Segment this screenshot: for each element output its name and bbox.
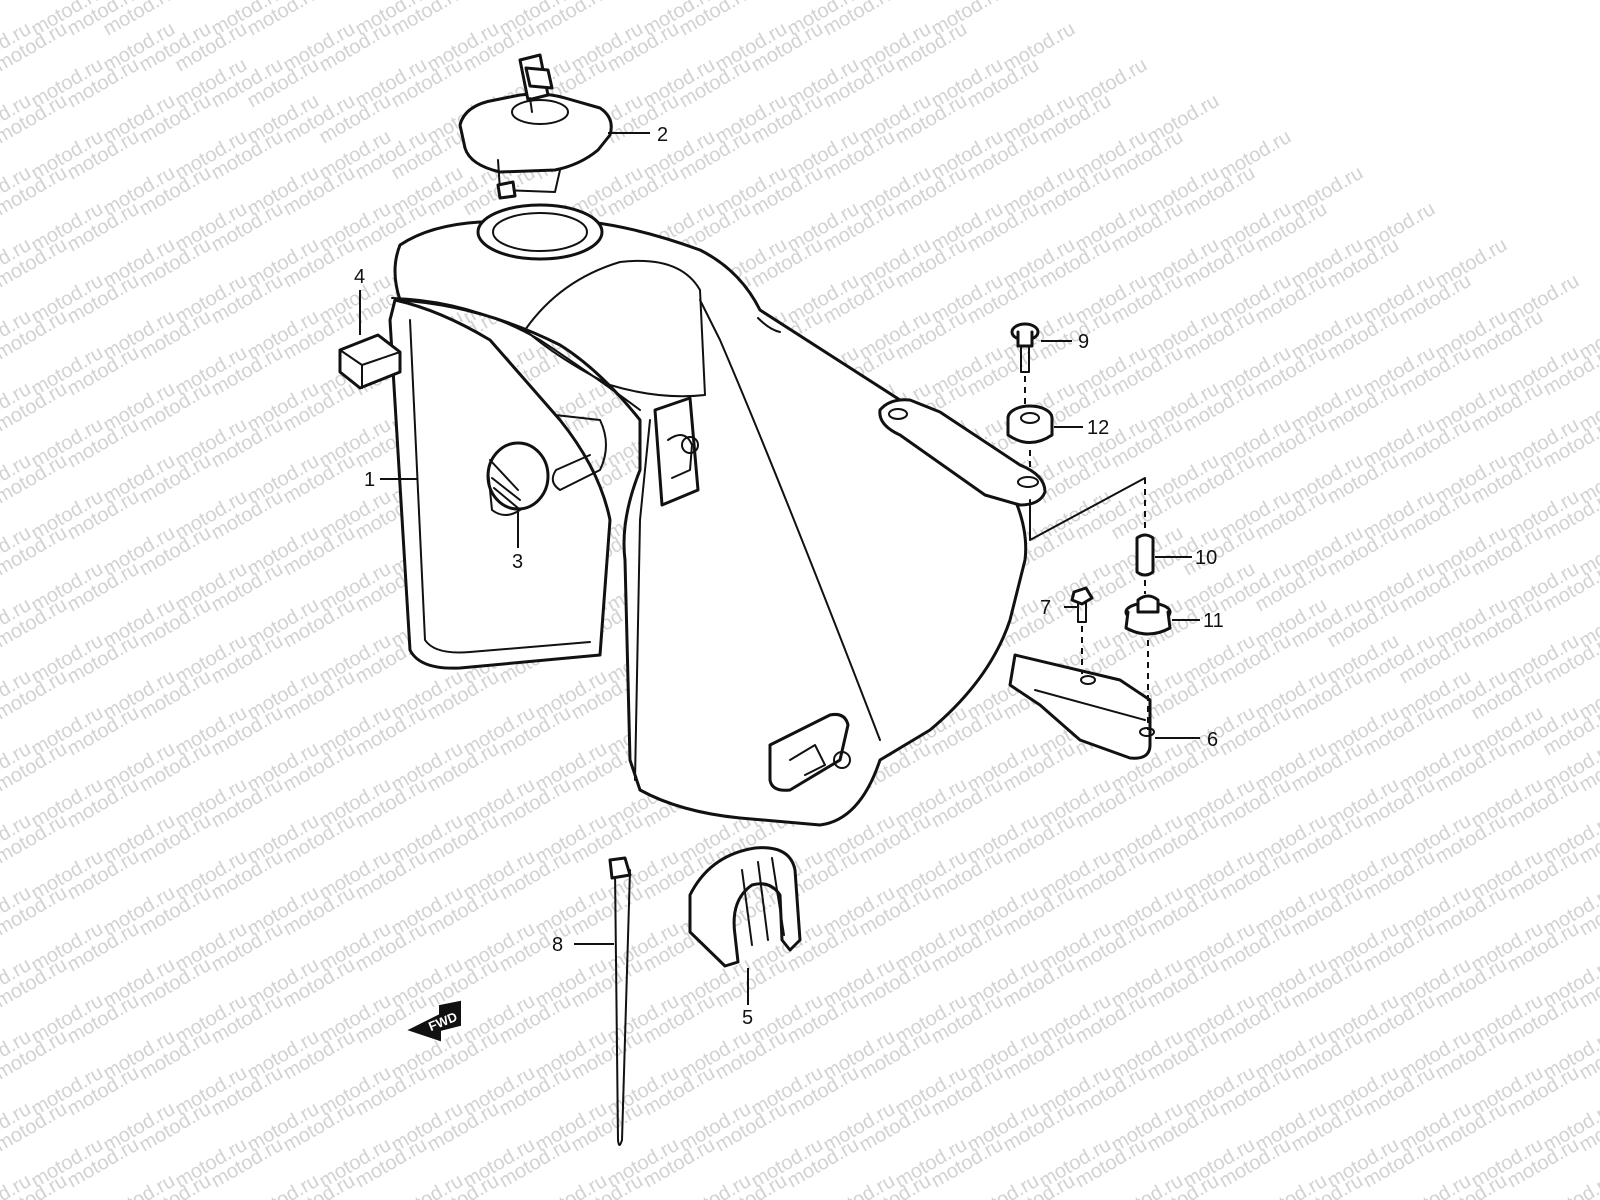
callout-5: 5 xyxy=(742,1007,753,1029)
rubber-pad xyxy=(338,333,402,390)
upper-mount-bracket xyxy=(878,398,1047,507)
cable-tie xyxy=(608,856,632,1146)
watermark-text: motod.ru xyxy=(1108,1170,1187,1200)
fuel-knob xyxy=(486,441,550,516)
callout-1: 1 xyxy=(364,469,375,491)
bolt-9 xyxy=(1010,322,1040,404)
watermark-text: motod.ru xyxy=(532,1170,611,1200)
bolt-7 xyxy=(1070,586,1094,674)
callout-labels: 1 2 3 4 5 6 7 8 9 10 11 12 xyxy=(354,124,1224,1029)
callout-6: 6 xyxy=(1207,729,1218,751)
grommet-12 xyxy=(1006,404,1054,470)
watermark-text: motod.ru xyxy=(244,1170,323,1200)
callout-7: 7 xyxy=(1040,597,1051,619)
cushion-11 xyxy=(1124,594,1172,730)
watermark-text: motod.ru xyxy=(676,1170,755,1200)
callout-8: 8 xyxy=(552,934,563,956)
callout-11: 11 xyxy=(1203,610,1224,632)
rubber-cushion xyxy=(688,846,802,968)
collar-10 xyxy=(1135,478,1155,594)
callout-9: 9 xyxy=(1078,331,1089,353)
lower-mount-bracket xyxy=(1008,653,1155,760)
fuel-cap-with-key xyxy=(458,53,613,200)
watermark-text: motod.ru xyxy=(1540,1170,1600,1200)
callout-4: 4 xyxy=(354,266,365,288)
watermark-text: motod.ru xyxy=(388,1170,467,1200)
watermark-text: motod.ru xyxy=(820,1170,899,1200)
watermark-text: motod.ru xyxy=(1396,1170,1475,1200)
callout-12: 12 xyxy=(1087,417,1109,439)
callout-10: 10 xyxy=(1195,547,1217,569)
watermark-text: motod.ru xyxy=(964,1170,1043,1200)
assembly-guide-line xyxy=(1029,477,1146,541)
watermark-text: motod.ru xyxy=(100,1170,179,1200)
watermark-text: motod.ru xyxy=(1252,1170,1331,1200)
callout-2: 2 xyxy=(657,124,668,146)
callout-3: 3 xyxy=(512,551,523,573)
leader-lines xyxy=(359,132,1200,1005)
